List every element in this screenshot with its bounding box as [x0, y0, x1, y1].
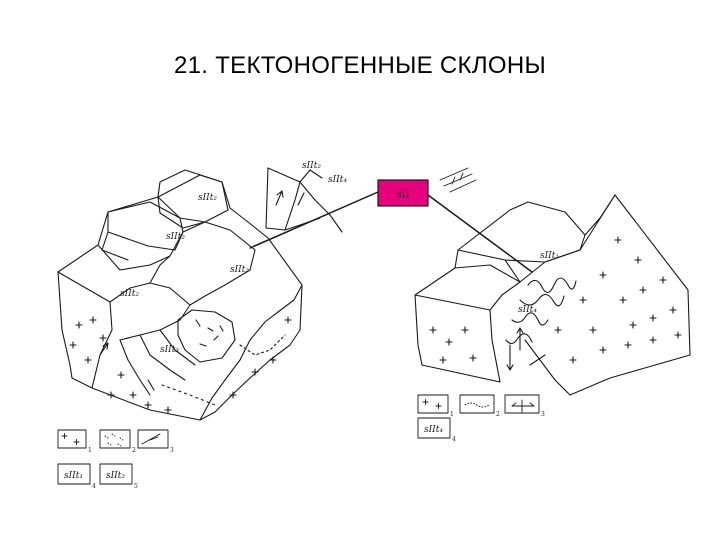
badge-label: sII [396, 189, 409, 200]
legend-left [57, 429, 169, 485]
right-label-1: sIIt₁ [540, 251, 559, 261]
badge: sII [377, 179, 429, 207]
connector-line-left [249, 191, 379, 249]
legend-left-label-1: sIIt₁ [64, 471, 83, 481]
left-label-2: sIIt₂ [166, 232, 185, 242]
legend-right-num-2: 2 [496, 411, 500, 418]
left-inset-label-2: sIIt₄ [328, 175, 347, 185]
legend-left-num-4: 4 [92, 483, 96, 490]
legend-right-num-3: 3 [541, 411, 545, 418]
legend-right-label-1: sIIt₄ [424, 425, 443, 435]
legend-right-num-4: 4 [452, 436, 456, 443]
page-title: 21. ТЕКТОНОГЕННЫЕ СКЛОНЫ [173, 52, 547, 79]
left-label-3: sIIt₂ [230, 265, 249, 275]
legend-left-label-2: sIIt₂ [106, 471, 125, 481]
right-block-diagram [414, 194, 691, 396]
left-label-4: sIIt₂ [120, 289, 139, 299]
legend-left-num-1: 1 [88, 447, 92, 454]
legend-left-num-3: 3 [170, 447, 174, 454]
legend-left-num-2: 2 [132, 447, 136, 454]
left-label-1: sIIt₂ [198, 193, 217, 203]
legend-left-num-5: 5 [134, 483, 138, 490]
left-label-5: sIIt₃ [160, 345, 179, 355]
fault-marks [439, 167, 477, 193]
legend-right [417, 394, 540, 439]
left-inset-label-1: sIIt₂ [302, 161, 321, 171]
right-label-2: sIIt₄ [518, 305, 537, 315]
left-inset-sketch [265, 167, 343, 233]
legend-right-num-1: 1 [450, 411, 454, 418]
left-block-diagram [57, 169, 303, 421]
